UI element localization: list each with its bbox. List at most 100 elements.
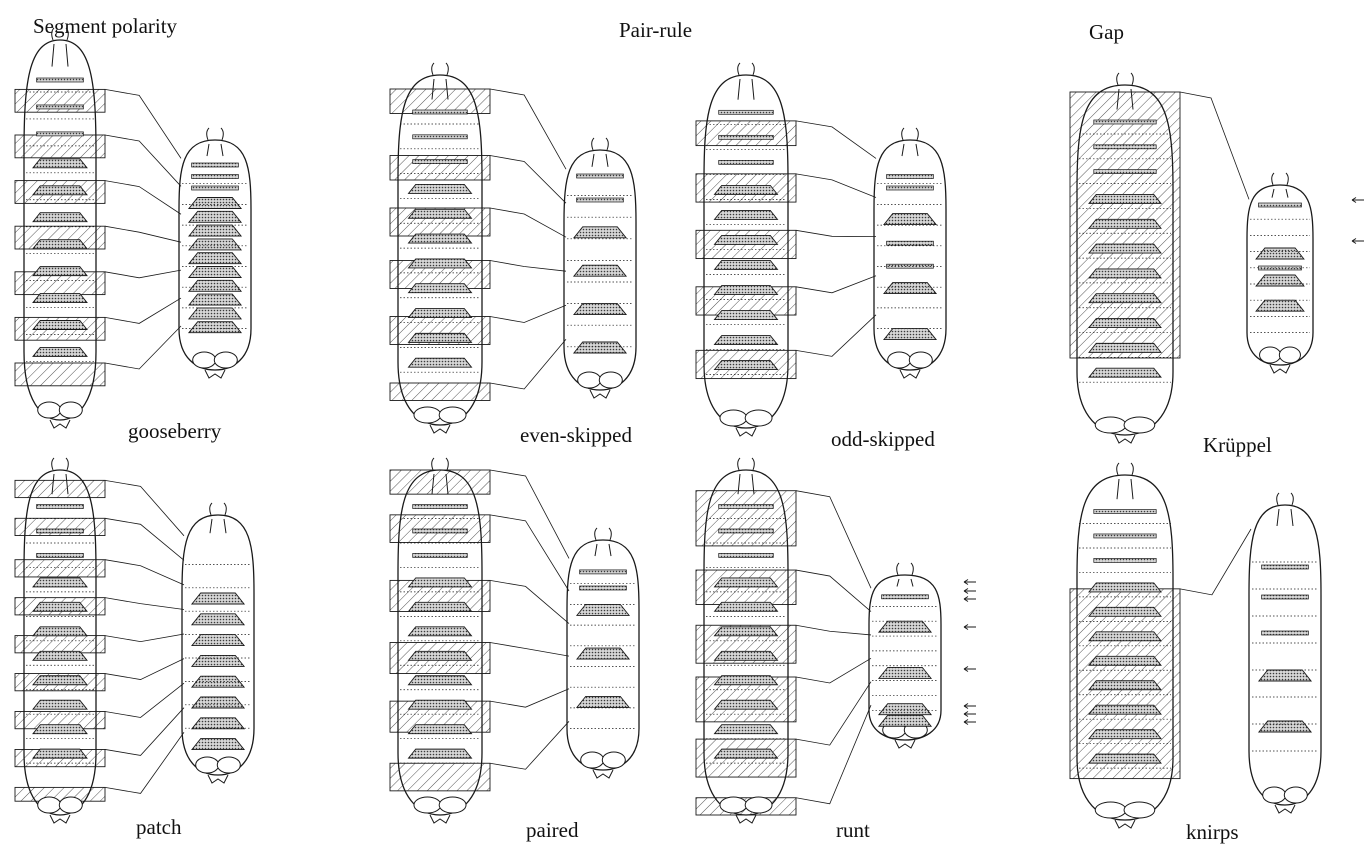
knirps-mutant-head-icon xyxy=(1277,493,1294,505)
paired-abdominal-band xyxy=(409,627,472,636)
gooseberry-abdominal-band xyxy=(33,240,87,249)
runt-abdominal-band xyxy=(715,602,778,611)
paired-mutant-tail-lobe-right xyxy=(602,752,625,768)
even-skipped-abdominal-band xyxy=(409,209,472,218)
paired-mutant-band xyxy=(577,604,629,615)
paired-thoracic-band xyxy=(413,529,468,533)
gooseberry-mutant-band xyxy=(189,211,241,222)
gooseberry-abdominal-band xyxy=(33,186,87,195)
paired-leader-line xyxy=(490,721,569,769)
runt-leader-line xyxy=(796,570,871,612)
patch-leader-line xyxy=(105,683,184,717)
gooseberry-leader-line xyxy=(105,298,181,323)
patch-deleted-region xyxy=(15,560,105,577)
odd-skipped-wild-type-tail-lobe-left xyxy=(720,410,747,426)
knirps-mutant-tail-spiracle xyxy=(1275,805,1295,813)
knirps-wild-type-tail-lobe-right xyxy=(1124,802,1155,818)
odd-skipped-mutant-thoracic-band xyxy=(887,175,934,179)
odd-skipped-wild-type-tail-lobe-right xyxy=(745,410,772,426)
kruppel-mutant-thoracic-band xyxy=(1259,203,1302,207)
runt-mutant-tail-spiracle xyxy=(895,740,915,748)
paired-wild-type-tail-spiracle xyxy=(430,815,450,823)
gooseberry-leader-line xyxy=(105,326,181,369)
kruppel-abdominal-band xyxy=(1089,294,1161,303)
runt-abdominal-band xyxy=(715,749,778,758)
runt-leader-line xyxy=(796,625,871,635)
kruppel-abdominal-band xyxy=(1089,343,1161,352)
even-skipped-leader-line xyxy=(490,339,566,389)
patch-abdominal-band xyxy=(33,749,87,758)
paired-abdominal-band xyxy=(409,700,472,709)
even-skipped-abdominal-band xyxy=(409,284,472,293)
kruppel-arrow xyxy=(1352,239,1364,244)
runt-mutant-mouth-hooks xyxy=(897,579,913,587)
patch-abdominal-band xyxy=(33,725,87,734)
gooseberry-wild-type-tail-spiracle xyxy=(50,420,70,428)
gooseberry-mutant-band xyxy=(189,294,241,305)
gooseberry-mutant-band xyxy=(189,280,241,291)
runt-wild-type-tail-spiracle xyxy=(736,815,756,823)
runt-leader-line xyxy=(796,705,871,804)
even-skipped-wild-type-head-icon xyxy=(432,63,449,75)
runt-abdominal-band xyxy=(715,627,778,636)
panel-kruppel xyxy=(1070,73,1313,443)
knirps-abdominal-band xyxy=(1089,607,1161,616)
runt-mutant-head-icon xyxy=(897,563,914,575)
patch-mutant-mouth-hooks xyxy=(210,519,226,533)
even-skipped-mutant-thoracic-band xyxy=(577,174,624,178)
gooseberry-mutant-thoracic-band xyxy=(192,175,239,179)
kruppel-abdominal-band xyxy=(1089,319,1161,328)
paired-leader-line xyxy=(490,689,569,707)
gooseberry-leader-line xyxy=(105,270,181,278)
even-skipped-leader-line xyxy=(490,156,566,204)
paired-mutant-thoracic-band xyxy=(580,570,627,574)
gooseberry-mutant-band xyxy=(189,225,241,236)
kruppel-thoracic-band xyxy=(1094,120,1156,124)
even-skipped-deleted-region xyxy=(390,383,490,401)
paired-abdominal-band xyxy=(409,651,472,660)
knirps-thoracic-band xyxy=(1094,534,1156,538)
kruppel-mutant-band xyxy=(1256,300,1304,311)
even-skipped-mutant-thoracic-band xyxy=(577,198,624,202)
kruppel-abdominal-band xyxy=(1089,269,1161,278)
panel-patch xyxy=(15,458,254,823)
odd-skipped-mutant-mouth-hooks xyxy=(902,144,918,156)
paired-mutant-band xyxy=(577,696,629,707)
gooseberry-mutant-band xyxy=(189,267,241,278)
runt-wild-type-head-icon xyxy=(738,458,755,470)
even-skipped-abdominal-band xyxy=(409,234,472,243)
odd-skipped-mutant-tail-lobe-left xyxy=(888,352,911,368)
kruppel-wild-type-head-icon xyxy=(1117,73,1134,85)
patch-wild-type-tail-lobe-left xyxy=(38,797,61,813)
kruppel-abdominal-band xyxy=(1089,368,1161,377)
kruppel-mutant-head-icon xyxy=(1272,173,1289,185)
patch-mutant-band xyxy=(192,593,244,604)
paired-leader-line xyxy=(490,580,569,623)
gooseberry-mutant-band xyxy=(189,239,241,250)
patch-abdominal-band xyxy=(33,578,87,587)
gooseberry-mutant-tail-lobe-right xyxy=(214,352,237,368)
runt-arrow xyxy=(964,720,976,725)
gooseberry-mutant-thoracic-band xyxy=(192,186,239,190)
even-skipped-leader-line xyxy=(490,305,566,322)
kruppel-thoracic-band xyxy=(1094,170,1156,174)
gooseberry-mutant-head-icon xyxy=(207,128,224,140)
even-skipped-thoracic-band xyxy=(413,110,468,114)
knirps-mutant-band xyxy=(1259,721,1311,732)
odd-skipped-abdominal-band xyxy=(715,336,778,345)
kruppel-mutant-mouth-hooks xyxy=(1272,189,1288,198)
patch-abdominal-band xyxy=(33,602,87,611)
patch-deleted-region xyxy=(15,636,105,653)
gooseberry-wild-type-tail-lobe-left xyxy=(38,402,61,418)
even-skipped-mutant-band xyxy=(574,304,626,315)
odd-skipped-leader-line xyxy=(796,276,876,293)
odd-skipped-mutant-thoracic-band xyxy=(887,186,934,190)
even-skipped-abdominal-band xyxy=(409,333,472,342)
patch-leader-line xyxy=(105,659,184,680)
odd-skipped-thoracic-band xyxy=(719,160,774,164)
knirps-abdominal-band xyxy=(1089,681,1161,690)
even-skipped-thoracic-band xyxy=(413,160,468,164)
paired-deleted-region xyxy=(390,470,490,494)
patch-mutant-tail-lobe-left xyxy=(196,757,219,773)
runt-abdominal-band xyxy=(715,676,778,685)
